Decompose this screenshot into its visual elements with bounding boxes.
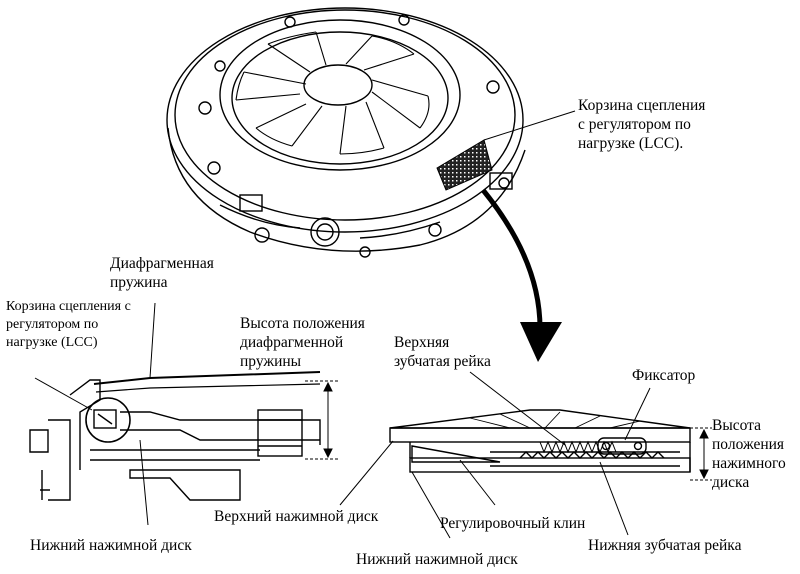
label-retainer: Фиксатор bbox=[632, 367, 696, 384]
label-lower-plate-bottom: Нижний нажимной диск bbox=[356, 551, 518, 568]
clutch-cross-section bbox=[29, 302, 321, 526]
plate-height-dimension bbox=[690, 427, 712, 481]
label-spring-height: Высота положения диафрагменной пружины bbox=[240, 315, 365, 370]
label-upper-plate: Верхний нажимной диск bbox=[214, 508, 379, 525]
lcc-marker bbox=[436, 139, 493, 191]
label-lower-plate-left: Нижний нажимной диск bbox=[30, 537, 192, 554]
label-diaphragm-spring: Диафрагменная пружина bbox=[110, 255, 214, 291]
label-upper-rack: Верхняя зубчатая рейка bbox=[394, 334, 491, 370]
clutch-cover-drawing bbox=[166, 7, 526, 258]
label-lcc-left: Корзина сцепления с регулятором по нагру… bbox=[6, 299, 131, 350]
pressure-plate-detail bbox=[339, 371, 691, 539]
label-lower-rack: Нижняя зубчатая рейка bbox=[588, 537, 742, 554]
spring-height-dimension bbox=[305, 380, 340, 460]
label-plate-height: Высота положения нажимного диска bbox=[712, 417, 786, 491]
label-adjust-wedge: Регулировочный клин bbox=[440, 515, 586, 532]
detail-arrow bbox=[481, 188, 562, 362]
label-lcc-top: Корзина сцепления с регулятором по нагру… bbox=[578, 97, 706, 152]
